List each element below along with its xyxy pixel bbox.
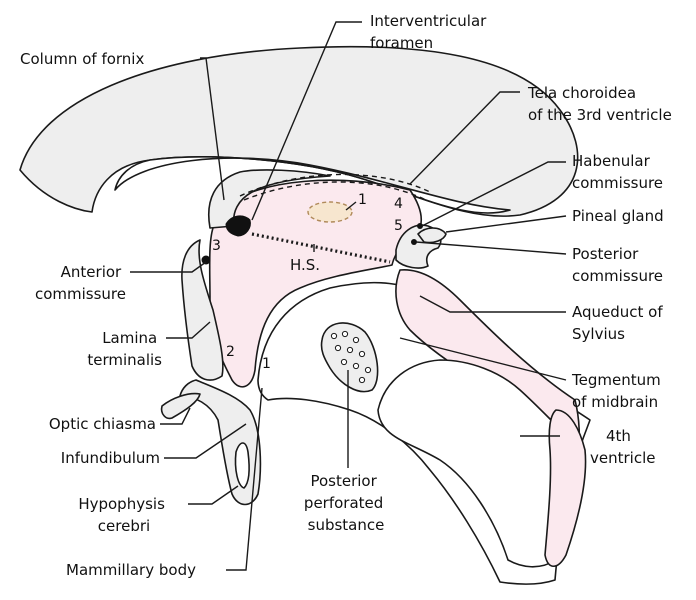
label-infundibulum: Infundibulum [61, 449, 160, 467]
leader-optic-chiasma [160, 407, 191, 425]
marker-4: 4 [394, 196, 403, 212]
leader-anterior-commissure [130, 261, 207, 273]
leader-interthalamic [345, 201, 357, 211]
interventricular-foramen-mark [225, 215, 251, 237]
marker-3: 3 [212, 238, 221, 254]
label-hypothalamic-sulcus: H.S. [290, 256, 320, 274]
leader-hypophysis [188, 485, 239, 505]
leader-lamina-terminalis [166, 321, 211, 339]
fornix-body [114, 156, 511, 214]
anterior-commissure-dot [201, 255, 211, 265]
leader-pineal-gland [445, 215, 567, 233]
label-aqueduct-of-sylvius: Aqueduct of Sylvius [572, 303, 667, 343]
interthalamic-adhesion [307, 201, 353, 223]
label-optic-chiasma: Optic chiasma [49, 415, 156, 433]
label-posterior-perforated-substance: Posterior perforated substance [304, 472, 388, 534]
leader-column-of-fornix [200, 57, 225, 201]
label-lamina-terminalis: Lamina terminalis [87, 329, 162, 369]
corpus-callosum [19, 45, 579, 217]
label-mammillary-body: Mammillary body [66, 561, 196, 579]
fourth-ventricle-region [544, 409, 587, 568]
label-column-of-fornix: Column of fornix [20, 50, 144, 68]
leader-aqueduct [419, 295, 566, 313]
leader-posterior-commissure [415, 241, 567, 255]
leader-infundibulum [164, 423, 247, 459]
pineal-gland-shape [417, 227, 447, 244]
posterior-commissure-dot [411, 239, 417, 245]
posterior-perforated-bulge [320, 322, 379, 393]
label-interventricular-foramen: Interventricular foramen [370, 12, 491, 52]
leader-habenular-commissure [421, 161, 566, 227]
leader-tela-choroidea [409, 91, 520, 185]
marker-1-infundibular-recess: 1 [262, 356, 271, 372]
leader-interventricular-foramen [251, 21, 362, 221]
lamina-terminalis-wall [181, 239, 224, 381]
label-posterior-commissure: Posterior commissure [572, 245, 663, 285]
marker-interthalamic-adhesion: 1 [358, 192, 367, 208]
leader-mammillary-body [226, 387, 263, 571]
perforated-substance-dots [330, 330, 372, 384]
label-tegmentum-of-midbrain: Tegmentum of midbrain [571, 371, 666, 411]
marker-5: 5 [394, 218, 403, 234]
label-hypophysis-cerebri: Hypophysis cerebri [78, 495, 169, 535]
marker-2-optic-recess: 2 [226, 344, 235, 360]
label-pineal-gland: Pineal gland [572, 207, 664, 225]
hypophysis-lobes [234, 442, 250, 489]
label-habenular-commissure: Habenular commissure [572, 152, 663, 192]
label-tela-choroidea: Tela choroidea of the 3rd ventricle [527, 84, 672, 124]
third-ventricle-cavity [208, 179, 422, 388]
label-anterior-commissure: Anterior commissure [35, 263, 126, 303]
label-fourth-ventricle: 4th ventricle [590, 427, 655, 467]
column-of-fornix [208, 169, 331, 229]
optic-chiasma-shape [160, 392, 201, 420]
habenular-commissure-dot [417, 223, 423, 229]
tela-choroidea-line-2 [243, 181, 427, 201]
leader-tegmentum [399, 337, 567, 381]
hypothalamic-sulcus-line [251, 232, 391, 264]
